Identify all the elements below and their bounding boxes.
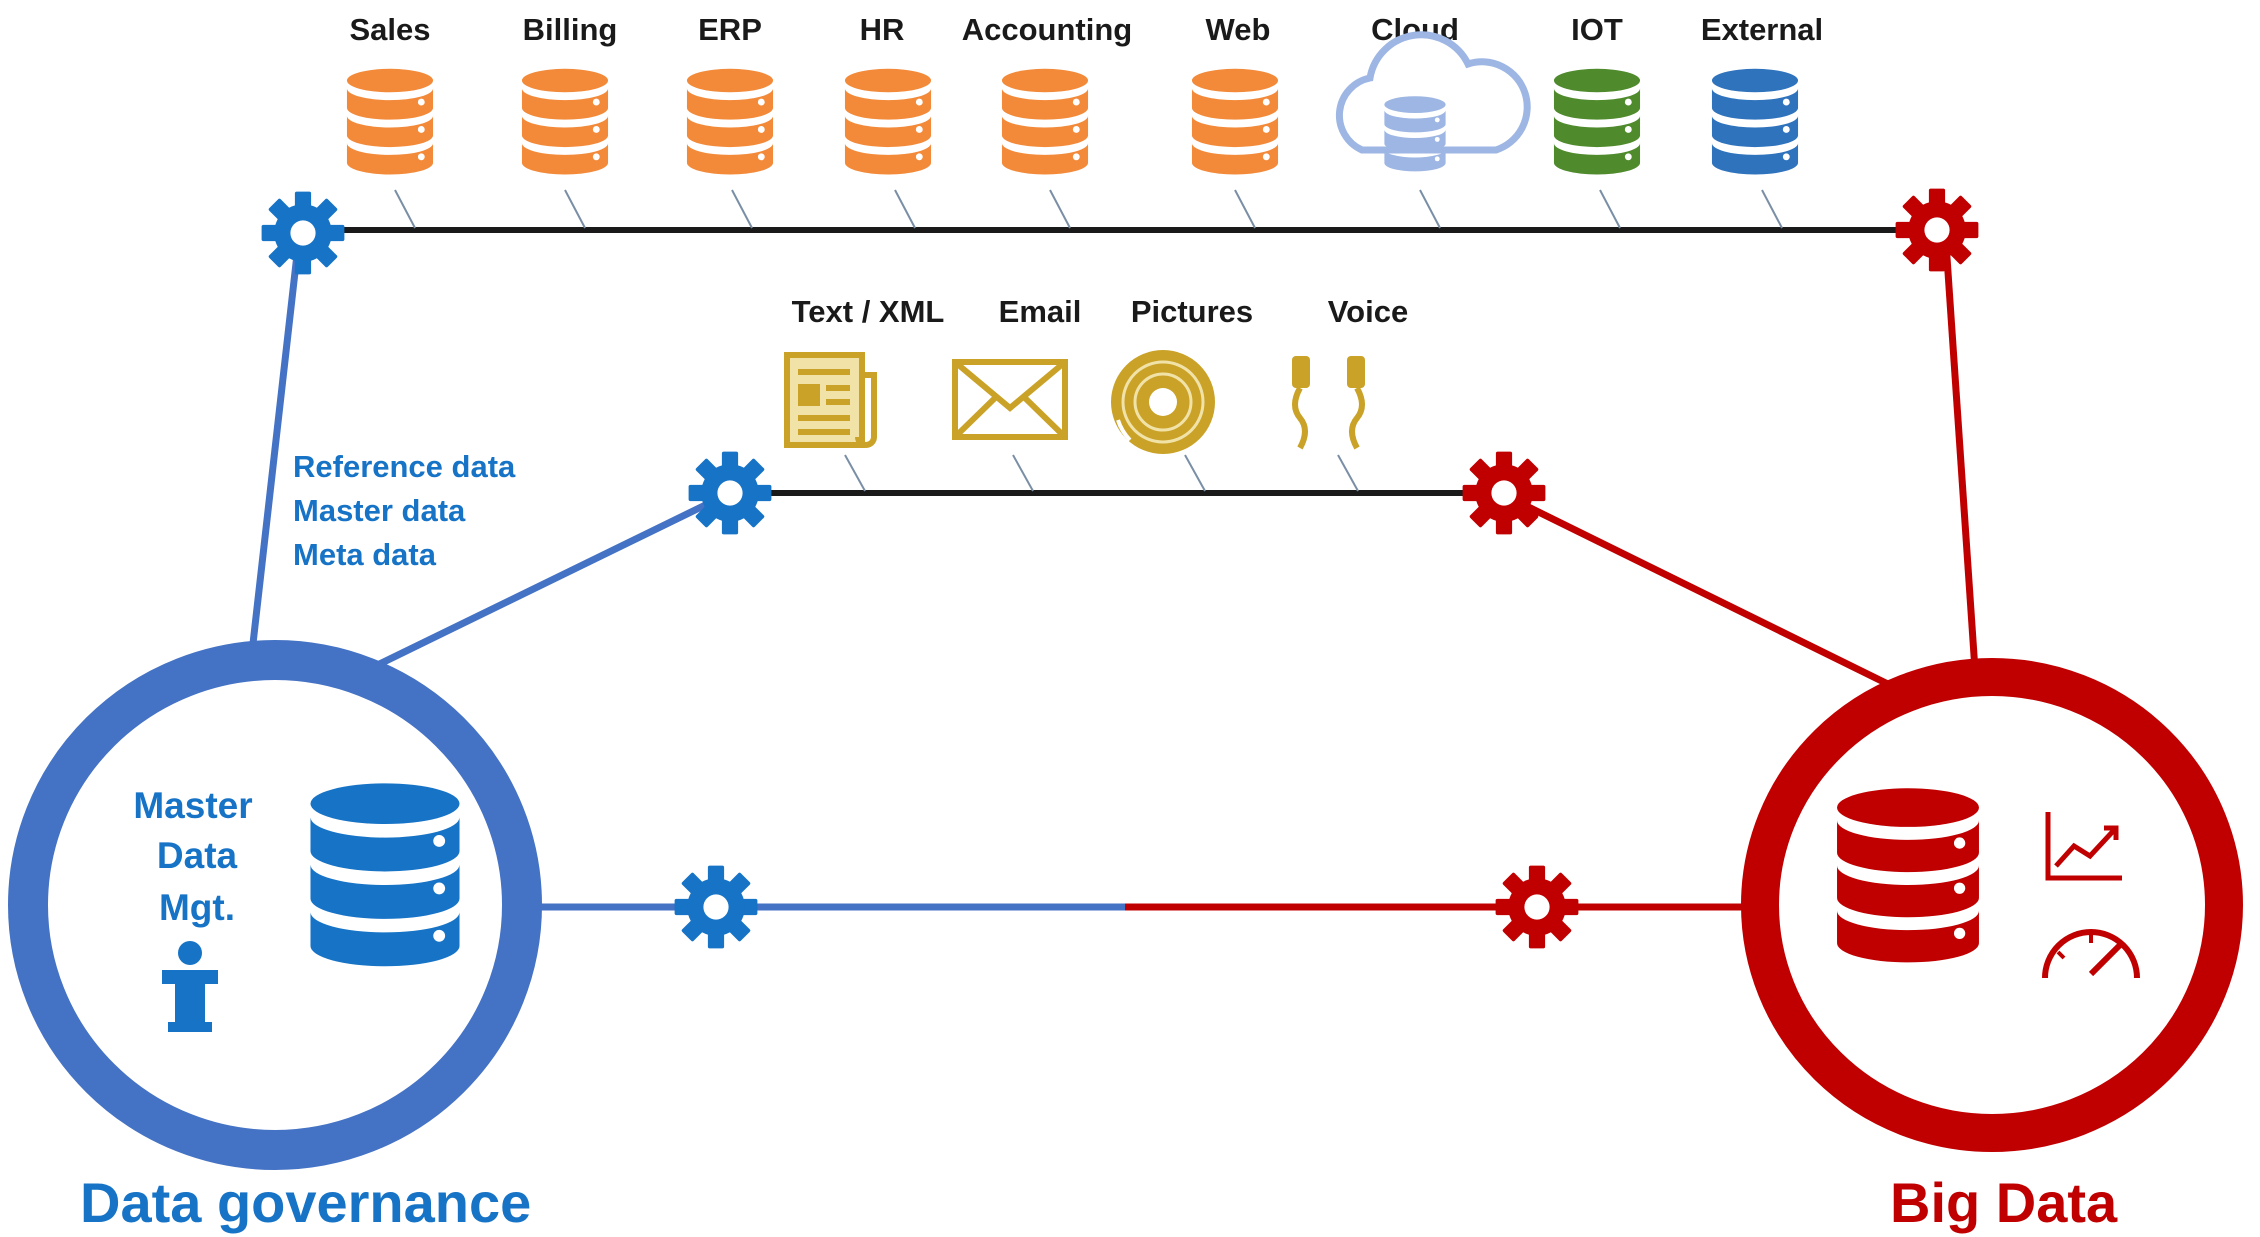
database-icon: [686, 68, 774, 175]
structured-sources: Sales Billing ERP HR Accounting Web: [346, 12, 1823, 175]
database-icon: [1191, 68, 1279, 175]
gear-icon: [1895, 188, 1979, 272]
gear-icon: [1462, 451, 1546, 535]
governance-to-top-gear-line: [246, 227, 304, 671]
source-label-accounting: Accounting: [962, 12, 1133, 47]
source-label-iot: IOT: [1571, 12, 1623, 47]
source-hr: HR: [844, 12, 932, 175]
unstructured-label-pictures: Pictures: [1131, 294, 1253, 329]
database-icon: [1553, 68, 1641, 175]
unstructured-label-voice: Voice: [1328, 294, 1408, 329]
bigdata-to-top-gear-line: [1941, 227, 1979, 671]
trend-chart-icon: [2045, 812, 2122, 881]
gear-icon: [1495, 865, 1579, 949]
unstructured-text-xml: Text / XML: [784, 294, 945, 448]
data-governance-title: Data governance: [80, 1171, 531, 1234]
unstructured-sources: Text / XML Email Pictu: [784, 294, 1408, 454]
unstructured-email: Email: [952, 294, 1082, 440]
source-label-erp: ERP: [698, 12, 762, 47]
source-sales: Sales: [346, 12, 434, 175]
gear-icon: [674, 865, 758, 949]
source-external: External: [1701, 12, 1823, 175]
database-icon: [844, 68, 932, 175]
disc-icon: [1111, 350, 1215, 454]
unstructured-voice: Voice: [1292, 294, 1408, 450]
bigdata-ring: [1741, 658, 2243, 1152]
source-label-sales: Sales: [349, 12, 430, 47]
gear-icon: [261, 191, 345, 275]
source-erp: ERP: [686, 12, 774, 175]
source-label-web: Web: [1206, 12, 1271, 47]
mdm-line-2: Data: [157, 835, 238, 876]
big-data-title: Big Data: [1890, 1171, 2118, 1234]
data-governance-hub: Master Data Mgt.: [8, 640, 542, 1170]
source-ticks: [394, 189, 1783, 492]
source-iot: IOT: [1553, 12, 1641, 175]
unstructured-pictures: Pictures: [1111, 294, 1253, 454]
source-label-external: External: [1701, 12, 1823, 47]
source-cloud: Cloud: [1335, 12, 1531, 172]
newspaper-icon: [784, 352, 877, 448]
presenter-icon: [162, 941, 218, 1032]
cloud-database-icon: [1335, 31, 1531, 172]
unstructured-label-email: Email: [999, 294, 1082, 329]
governance-to-middle-gear-line: [353, 489, 732, 680]
unstructured-label-text-xml: Text / XML: [792, 294, 945, 329]
big-data-hub: [1741, 658, 2243, 1152]
database-icon: [1001, 68, 1089, 175]
database-icon: [1711, 68, 1799, 175]
reference-item: Master data: [293, 493, 466, 528]
source-label-hr: HR: [860, 12, 905, 47]
gear-icon: [688, 451, 772, 535]
bigdata-to-middle-gear-line: [1498, 489, 1902, 694]
connectors: [246, 227, 1979, 911]
source-accounting: Accounting: [962, 12, 1133, 175]
mdm-line-3: Mgt.: [159, 887, 235, 928]
source-billing: Billing: [521, 12, 618, 175]
envelope-icon: [952, 359, 1068, 440]
mdm-line-1: Master: [133, 785, 252, 826]
reference-item: Meta data: [293, 537, 437, 572]
earphones-icon: [1292, 356, 1365, 450]
source-web: Web: [1191, 12, 1279, 175]
database-icon: [346, 68, 434, 175]
reference-data-list: Reference data Master data Meta data: [293, 449, 516, 572]
database-icon: [521, 68, 609, 175]
source-label-billing: Billing: [523, 12, 618, 47]
governance-ring: [8, 640, 542, 1170]
gauge-icon: [2042, 929, 2140, 979]
reference-item: Reference data: [293, 449, 516, 484]
